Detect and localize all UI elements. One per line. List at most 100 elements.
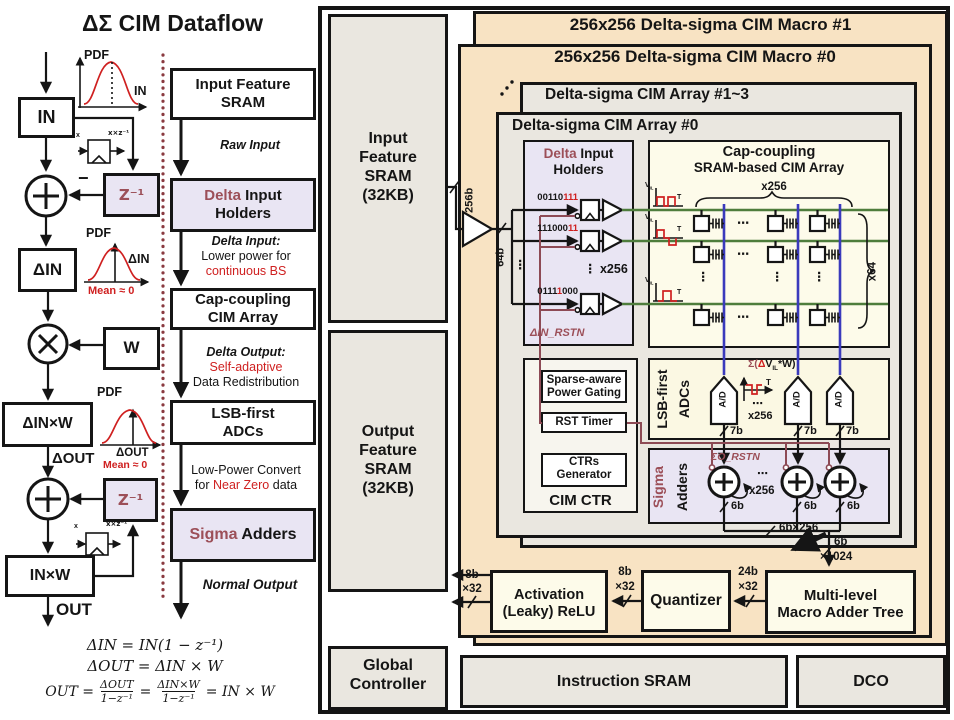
adder-tree-line2: Macro Adder Tree (777, 604, 904, 621)
bits3-black: 0111 (537, 286, 557, 297)
bits2-red: 11 (567, 223, 578, 234)
adc-rot-label-1: LSB-first (653, 369, 670, 429)
z-delay-label-2: Z⁻¹ (117, 491, 144, 509)
pipeline-cap-coupling: Cap-coupling CIM Array (170, 288, 316, 330)
adders-word: Adders (237, 526, 297, 544)
pdf3-label: PDF (97, 385, 122, 399)
bus-x32-label-2: ×32 (615, 581, 635, 593)
vil3-sub: IL (649, 280, 654, 286)
pipeline-box4-line2: ADCs (222, 422, 264, 440)
bus-6b-label: 6b (834, 536, 848, 548)
adc-wave-t: T (766, 378, 771, 387)
instruction-sram-box (460, 655, 788, 708)
sigma-rot-label-2: Adders (673, 462, 690, 512)
delta-in-box: ΔIN (18, 248, 77, 292)
low-power-caption-line1: Low-Power Convert (191, 463, 301, 477)
sigma-rot-label-1: Sigma (649, 466, 666, 509)
rst-timer-label: RST Timer (555, 416, 613, 428)
weight-label: W (123, 338, 140, 358)
bus-vdots-icon: ⋮ (514, 257, 527, 272)
weight-box: W (103, 327, 160, 370)
latch2-in-label: x (74, 523, 78, 530)
eq3-rhs: = IN × W (205, 683, 275, 700)
pipeline-input-feature-sram: Input Feature SRAM (170, 68, 316, 120)
quantizer-box (641, 570, 731, 632)
holder-bits-2: 11100011 (528, 223, 578, 235)
delta-input-caption-line2: Lower power for (201, 249, 291, 263)
quantizer-label: Quantizer (650, 592, 722, 609)
bus-x1024-label: ×1024 (820, 551, 853, 563)
holders-x256-value: x256 (599, 262, 628, 276)
in-w-label: IN×W (29, 567, 71, 585)
cim-hdots-row3: ⋯ (737, 309, 750, 324)
delta-in-rstn-label: ΔIN_RSTN (530, 327, 585, 339)
pipeline-box1-line1: Input Feature (195, 76, 291, 93)
pdf-curve-in (75, 56, 148, 112)
instruction-sram-label: Instruction SRAM (556, 673, 692, 690)
vil2-v: V (645, 214, 650, 221)
delta-output-caption-line2: Self-adaptive (209, 360, 283, 374)
rst-timer-box (541, 412, 627, 433)
adc-7b-2: 7b (804, 425, 817, 437)
in-label: IN (37, 106, 56, 127)
delta-input-caption-title: Delta Input: (211, 234, 281, 248)
eq3-equals: = (139, 683, 152, 700)
latch2-out-label: x×z⁻¹ (106, 520, 128, 528)
holders-vdots-icon: ⋮ (584, 261, 597, 276)
cim-array-title-line1: Cap-coupling (722, 144, 816, 160)
frac1-numerator: ΔOUT (100, 678, 134, 691)
normal-output-caption: Normal Output (202, 577, 298, 592)
pdf-curve-delta-out (100, 408, 162, 450)
latch-icon-bottom (76, 532, 122, 556)
delta-output-caption-line3: Data Redistribution (192, 375, 300, 389)
vil1-sub: IL (649, 185, 654, 191)
sigma-hdots: ⋯ (757, 467, 768, 480)
vil-t-label-1: T (677, 194, 682, 201)
sum-sigma: Σ( (748, 358, 758, 370)
cim-hdots-row1: ⋯ (737, 215, 750, 230)
cim-hdots-row2: ⋯ (737, 246, 750, 261)
output-feature-sram-box (328, 330, 448, 592)
ctrs-generator-box (541, 453, 627, 487)
sigma-6b-1: 6b (731, 500, 744, 512)
delta-input-caption-line3: continuous BS (205, 264, 287, 278)
pipeline-box3-line1: Cap-coupling (195, 291, 291, 308)
near-zero-accent: Near Zero (212, 478, 270, 492)
bits3-red: 1 (556, 286, 563, 297)
vil3-v: V (645, 277, 650, 284)
vil-label-2: VIL (645, 214, 653, 223)
pdf3-axis-label: ΔOUT (116, 447, 149, 459)
cim-ctr-label: CIM CTR (549, 492, 612, 509)
global-controller-box (328, 646, 448, 710)
ctrs-generator-line2: Generator (556, 469, 612, 481)
multiplier-circle (27, 323, 69, 365)
global-controller-line1: Global (363, 657, 413, 674)
bus-8b-label-1: 8b (618, 566, 632, 578)
ad-label-3: A/D (833, 391, 845, 408)
output-sram-line4: (32KB) (362, 480, 414, 497)
bits3-tail: 000 (562, 286, 578, 297)
holders-delta-accent: Delta (543, 146, 577, 161)
output-sram-line1: Output (361, 423, 415, 440)
sigma-accent: Sigma (189, 526, 238, 544)
z-delay-box-bottom: Z⁻¹ (103, 478, 158, 522)
z-delay-box-top: Z⁻¹ (103, 173, 160, 217)
pdf2-label: PDF (86, 226, 111, 240)
latch1-out-label: x×z⁻¹ (108, 129, 130, 137)
delta-accent: Delta (204, 187, 241, 204)
sigma-6b-3: 6b (847, 500, 860, 512)
in-box: IN (18, 97, 75, 138)
sigma-o-rstn-label: ΣO_RSTN (711, 451, 760, 463)
frac1-denominator: 1−z⁻¹ (100, 690, 133, 705)
holder-bits-1: 00110111 (528, 192, 578, 204)
pdf2-mean-label: Mean ≈ 0 (88, 285, 135, 297)
pdf1-label: PDF (84, 48, 109, 62)
latch1-in-label: x (76, 132, 80, 139)
input-sram-line3: SRAM (364, 168, 412, 185)
array13-title: Delta-sigma CIM Array #1~3 (545, 86, 750, 103)
ad-label-2: A/D (791, 391, 803, 408)
macro1-title: 256x256 Delta-sigma CIM Macro #1 (569, 15, 852, 34)
macro0-title: 256x256 Delta-sigma CIM Macro #0 (554, 47, 836, 66)
